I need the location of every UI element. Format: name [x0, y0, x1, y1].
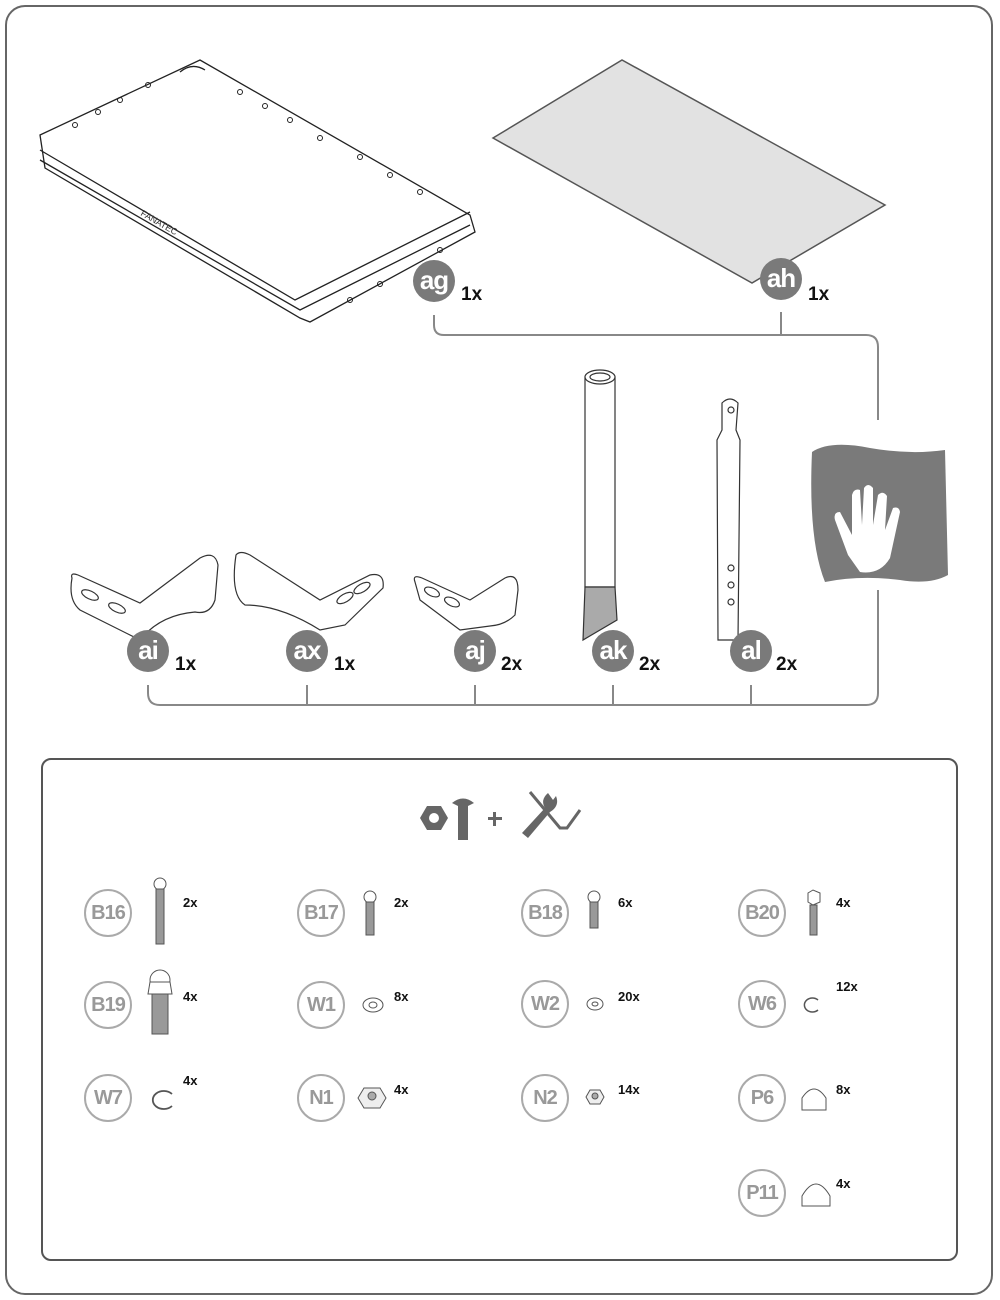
hardware-code: N1 — [297, 1074, 345, 1122]
hardware-code: B16 — [84, 889, 132, 937]
hardware-code: P6 — [738, 1074, 786, 1122]
hardware-qty: 20x — [618, 989, 640, 1004]
part-badge-ag: ag — [413, 260, 455, 302]
part-qty-al: 2x — [776, 654, 798, 675]
hardware-qty: 2x — [183, 895, 198, 910]
cloth-wipe-icon — [811, 444, 948, 582]
connector-lines — [147, 312, 879, 706]
hardware-code: W6 — [738, 980, 786, 1028]
hardware-qty: 4x — [183, 989, 198, 1004]
part-qty-ah: 1x — [808, 284, 830, 305]
tube-ak-drawing — [582, 369, 618, 642]
hardware-code: P11 — [738, 1169, 786, 1217]
hardware-qty: 14x — [618, 1082, 640, 1097]
hardware-qty: 2x — [394, 895, 409, 910]
hardware-qty: 8x — [394, 989, 409, 1004]
hardware-code: N2 — [521, 1074, 569, 1122]
bracket-drawings — [70, 551, 519, 641]
hardware-qty: 8x — [836, 1082, 851, 1097]
hardware-qty: 4x — [183, 1073, 198, 1088]
hardware-code: B20 — [738, 889, 786, 937]
hardware-code: B19 — [84, 981, 132, 1029]
hardware-qty: 4x — [836, 1176, 851, 1191]
part-qty-ai: 1x — [175, 654, 197, 675]
hardware-drawings — [147, 877, 831, 1207]
hardware-code: B18 — [521, 889, 569, 937]
page-frame — [5, 5, 993, 1295]
hardware-qty: 6x — [618, 895, 633, 910]
part-badge-ax: ax — [286, 630, 328, 672]
part-qty-ak: 2x — [639, 654, 661, 675]
panel-ah-drawing — [491, 59, 887, 284]
part-badge-ai: ai — [127, 630, 169, 672]
part-badge-aj: aj — [454, 630, 496, 672]
part-qty-ax: 1x — [334, 654, 356, 675]
nut-bolt-tool-icon — [420, 791, 582, 840]
hardware-code: W2 — [521, 980, 569, 1028]
part-badge-al: al — [730, 630, 772, 672]
tray-ag-drawing: FANATEC — [39, 59, 476, 323]
part-qty-aj: 2x — [501, 654, 523, 675]
hardware-code: B17 — [297, 889, 345, 937]
part-qty-ag: 1x — [461, 284, 483, 305]
hardware-qty: 4x — [394, 1082, 409, 1097]
part-badge-ah: ah — [760, 258, 802, 300]
hardware-code: W7 — [84, 1074, 132, 1122]
rod-al-drawing — [716, 398, 741, 641]
hardware-panel — [41, 758, 958, 1261]
hardware-qty: 4x — [836, 895, 851, 910]
hardware-code: W1 — [297, 981, 345, 1029]
part-badge-ak: ak — [592, 630, 634, 672]
hardware-qty: 12x — [836, 979, 858, 994]
